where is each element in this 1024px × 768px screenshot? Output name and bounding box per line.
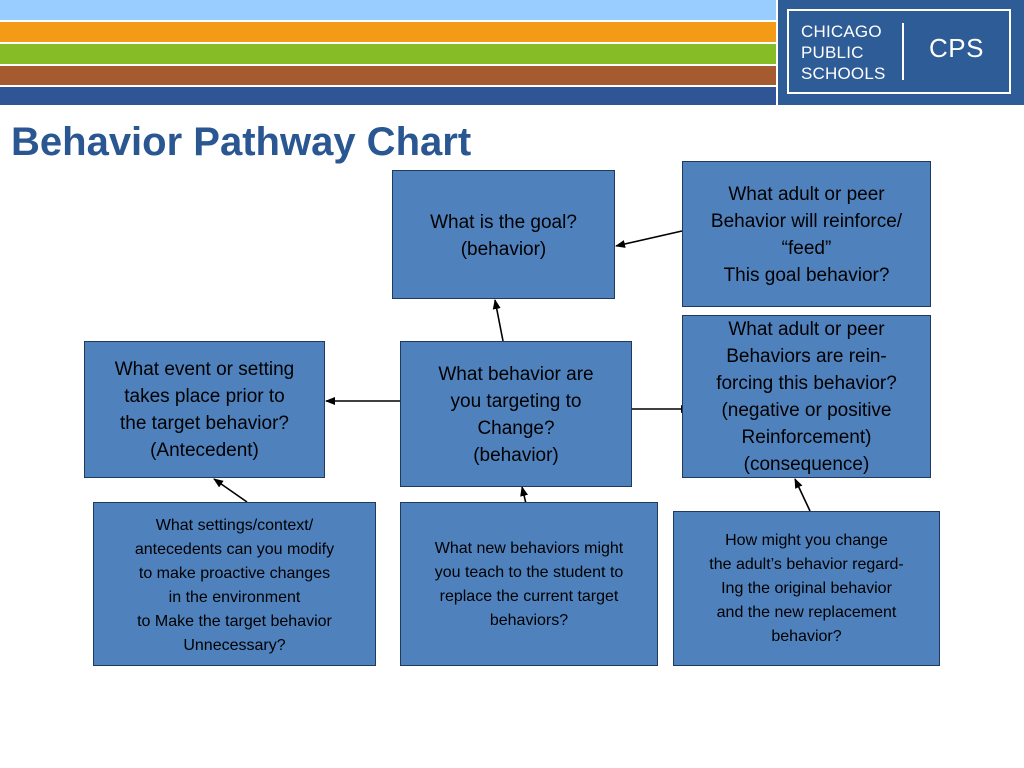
settings-text: What settings/context/ antecedents can y… <box>134 517 335 654</box>
logo-abbreviation: CPS <box>929 33 984 63</box>
adult-change-text: How might you change the adult’s behavio… <box>709 532 904 645</box>
logo-divider <box>902 23 904 80</box>
header-stripe-green <box>0 44 776 64</box>
antecedent-text: What event or setting takes place prior … <box>114 359 295 461</box>
target-behavior-text: What behavior are you targeting to Chang… <box>438 364 594 466</box>
logo-line-3: SCHOOLS <box>801 64 886 83</box>
reinforce-goal-text: What adult or peer Behavior will reinfor… <box>710 184 903 286</box>
antecedent-box: What event or setting takes place prior … <box>84 341 325 478</box>
consequence-box: What adult or peer Behaviors are rein- f… <box>682 315 931 478</box>
adult-change-box: How might you change the adult’s behavio… <box>673 511 940 666</box>
header-stripe-blue <box>0 87 776 105</box>
logo-line-2: PUBLIC <box>801 43 864 62</box>
consequence-text: What adult or peer Behaviors are rein- f… <box>716 319 897 475</box>
arrow-adult-to-consequence <box>794 478 811 512</box>
target-behavior-box: What behavior are you targeting to Chang… <box>400 341 632 487</box>
goal-text: What is the goal? (behavior) <box>430 212 577 260</box>
logo-wordmark: CHICAGO PUBLIC SCHOOLS <box>801 21 886 84</box>
logo-line-1: CHICAGO <box>801 22 882 41</box>
arrow-reinforce-to-goal <box>615 230 683 248</box>
arrow-settings-to-antecedent <box>213 478 248 503</box>
reinforce-goal-box: What adult or peer Behavior will reinfor… <box>682 161 931 307</box>
cps-logo: CHICAGO PUBLIC SCHOOLS CPS <box>778 0 1024 105</box>
arrow-target-to-goal <box>492 299 504 342</box>
page-title: Behavior Pathway Chart <box>11 120 472 164</box>
goal-box: What is the goal? (behavior) <box>392 170 615 299</box>
header-stripe-light-blue <box>0 0 776 20</box>
header-stripe-orange <box>0 22 776 42</box>
new-behaviors-box: What new behaviors might you teach to th… <box>400 502 658 666</box>
logo-frame: CHICAGO PUBLIC SCHOOLS CPS <box>787 9 1011 94</box>
settings-box: What settings/context/ antecedents can y… <box>93 502 376 666</box>
new-behaviors-text: What new behaviors might you teach to th… <box>434 540 624 629</box>
header-stripe-brown <box>0 66 776 85</box>
